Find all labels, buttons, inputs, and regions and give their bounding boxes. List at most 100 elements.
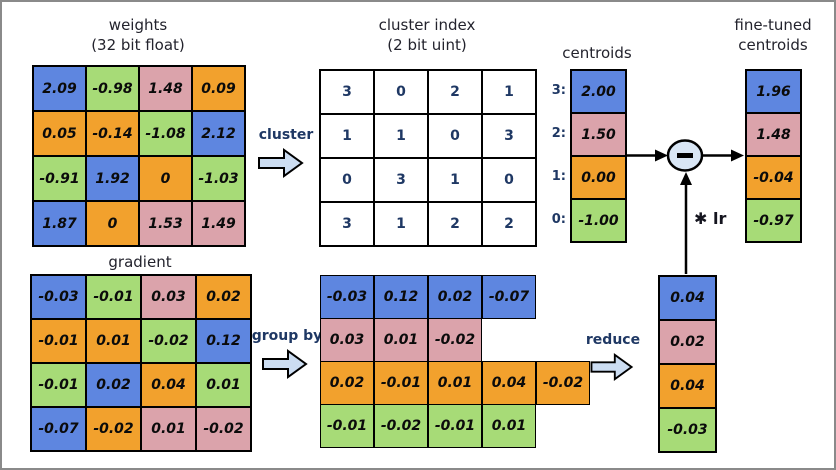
gradient-cell-r0c3: 0.02 bbox=[196, 275, 251, 319]
index-cell-r1c1: 1 bbox=[374, 114, 428, 158]
weights-cell-r3c3: 1.49 bbox=[192, 201, 245, 246]
gradient-cell-r1c3: 0.12 bbox=[196, 319, 251, 363]
weights-cell-r3c0: 1.87 bbox=[33, 201, 86, 246]
weights-title-line1: weights bbox=[108, 16, 168, 34]
centroids-arrowhead-icon bbox=[655, 149, 668, 162]
gradient-cell-r2c2: 0.04 bbox=[141, 363, 196, 407]
fine-tuned-cell-2: 1.48 bbox=[746, 113, 801, 156]
minus-icon bbox=[677, 153, 693, 158]
cluster-label: cluster bbox=[258, 127, 314, 143]
index-cell-r1c3: 3 bbox=[482, 114, 536, 158]
grouped-row-cluster1: 0.02 -0.01 0.01 0.04 -0.02 bbox=[320, 361, 590, 405]
group-by-label: group by bbox=[251, 328, 323, 344]
finetuned-arrowhead-icon bbox=[731, 149, 744, 162]
weights-title-line2: (32 bit float) bbox=[91, 36, 185, 54]
weights-cell-r3c1: 0 bbox=[86, 201, 139, 246]
reduced-cell-2: 0.02 bbox=[659, 320, 716, 364]
index-cell-r1c0: 1 bbox=[320, 114, 374, 158]
centroid-row-label-1: 1: bbox=[551, 169, 566, 184]
weights-cell-r1c1: -0.14 bbox=[86, 111, 139, 156]
grouped-cell: 0.02 bbox=[428, 275, 482, 319]
grouped-cell: 0.12 bbox=[374, 275, 428, 319]
index-cell-r3c3: 2 bbox=[482, 202, 536, 246]
weights-cell-r2c3: -1.03 bbox=[192, 156, 245, 201]
fine-tuned-title-line1: fine-tuned bbox=[734, 16, 812, 34]
gradient-cell-r3c0: -0.07 bbox=[31, 407, 86, 451]
grouped-row-cluster2: 0.03 0.01 -0.02 bbox=[320, 318, 590, 362]
grouped-cell: 0.02 bbox=[320, 361, 374, 405]
index-cell-r0c3: 1 bbox=[482, 70, 536, 114]
subtract-node-circle bbox=[666, 139, 704, 172]
gradient-cell-r3c2: 0.01 bbox=[141, 407, 196, 451]
centroids-column: 2.00 1.50 0.00 -1.00 bbox=[570, 69, 627, 243]
gradient-cell-r0c2: 0.03 bbox=[141, 275, 196, 319]
grouped-cell: -0.02 bbox=[374, 404, 428, 448]
gradient-cell-r1c0: -0.01 bbox=[31, 319, 86, 363]
gradient-cell-r0c1: -0.01 bbox=[86, 275, 141, 319]
fine-tuned-cell-0: -0.97 bbox=[746, 199, 801, 242]
fine-tuned-title-line2: centroids bbox=[738, 36, 808, 54]
grouped-cell: 0.01 bbox=[374, 318, 428, 362]
weights-cell-r1c2: -1.08 bbox=[139, 111, 192, 156]
grouped-cell: -0.02 bbox=[428, 318, 482, 362]
fine-tuned-title: fine-tuned centroids bbox=[724, 15, 822, 55]
index-cell-r2c0: 0 bbox=[320, 158, 374, 202]
grouped-cell: -0.02 bbox=[536, 361, 590, 405]
grouped-cell: 0.04 bbox=[482, 361, 536, 405]
centroid-row-label-0: 0: bbox=[551, 212, 566, 227]
reduced-cell-3: 0.04 bbox=[659, 276, 716, 320]
gradient-matrix: -0.03 -0.01 0.03 0.02 -0.01 0.01 -0.02 0… bbox=[30, 274, 252, 452]
weights-cell-r2c2: 0 bbox=[139, 156, 192, 201]
grouped-row-cluster0: -0.01 -0.02 -0.01 0.01 bbox=[320, 404, 590, 448]
fine-tuned-cell-1: -0.04 bbox=[746, 156, 801, 199]
grouped-row-cluster3: -0.03 0.12 0.02 -0.07 bbox=[320, 275, 590, 319]
grouped-cell: -0.01 bbox=[428, 404, 482, 448]
index-cell-r3c2: 2 bbox=[428, 202, 482, 246]
fine-tuned-column: 1.96 1.48 -0.04 -0.97 bbox=[745, 69, 802, 243]
index-cell-r0c0: 3 bbox=[320, 70, 374, 114]
gradient-cell-r1c2: -0.02 bbox=[141, 319, 196, 363]
gradient-cell-r2c3: 0.01 bbox=[196, 363, 251, 407]
weights-cell-r2c0: -0.91 bbox=[33, 156, 86, 201]
cluster-arrow-icon bbox=[258, 148, 304, 178]
centroids-title: centroids bbox=[562, 44, 632, 62]
fine-tuned-cell-3: 1.96 bbox=[746, 70, 801, 113]
cluster-index-title-line2: (2 bit uint) bbox=[387, 36, 467, 54]
grouped-cell: -0.01 bbox=[374, 361, 428, 405]
weights-cell-r1c3: 2.12 bbox=[192, 111, 245, 156]
reduced-cell-1: 0.04 bbox=[659, 364, 716, 408]
grouped-cell: -0.03 bbox=[320, 275, 374, 319]
weights-cell-r0c1: -0.98 bbox=[86, 66, 139, 111]
group-by-arrow-icon bbox=[262, 349, 308, 379]
index-cell-r0c2: 2 bbox=[428, 70, 482, 114]
centroid-cell-1: 0.00 bbox=[571, 156, 626, 199]
centroid-cell-0: -1.00 bbox=[571, 199, 626, 242]
cluster-index-title: cluster index (2 bit uint) bbox=[319, 15, 535, 55]
reduce-label: reduce bbox=[585, 332, 641, 348]
index-cell-r0c1: 0 bbox=[374, 70, 428, 114]
gradient-cell-r0c0: -0.03 bbox=[31, 275, 86, 319]
grouped-cell: 0.03 bbox=[320, 318, 374, 362]
centroid-cell-3: 2.00 bbox=[571, 70, 626, 113]
weights-title: weights (32 bit float) bbox=[32, 15, 244, 55]
reduced-cell-0: -0.03 bbox=[659, 408, 716, 452]
weights-cell-r3c2: 1.53 bbox=[139, 201, 192, 246]
cluster-index-title-line1: cluster index bbox=[378, 16, 476, 34]
gradient-title: gradient bbox=[108, 253, 172, 271]
gradient-cell-r1c1: 0.01 bbox=[86, 319, 141, 363]
grouped-gradient: -0.03 0.12 0.02 -0.07 0.03 0.01 -0.02 0.… bbox=[320, 275, 590, 448]
grouped-cell: -0.07 bbox=[482, 275, 536, 319]
reduce-arrow-icon bbox=[590, 353, 634, 381]
upward-arrowhead-icon bbox=[680, 172, 692, 185]
cluster-index-matrix: 3 0 2 1 1 1 0 3 0 3 1 0 3 1 2 2 bbox=[319, 69, 537, 247]
index-cell-r2c2: 1 bbox=[428, 158, 482, 202]
grouped-cell: 0.01 bbox=[428, 361, 482, 405]
gradient-cell-r3c1: -0.02 bbox=[86, 407, 141, 451]
centroid-row-label-3: 3: bbox=[551, 83, 566, 98]
weights-cell-r0c3: 0.09 bbox=[192, 66, 245, 111]
index-cell-r1c2: 0 bbox=[428, 114, 482, 158]
centroid-cell-2: 1.50 bbox=[571, 113, 626, 156]
index-cell-r3c1: 1 bbox=[374, 202, 428, 246]
weights-cell-r0c0: 2.09 bbox=[33, 66, 86, 111]
gradient-cell-r2c0: -0.01 bbox=[31, 363, 86, 407]
